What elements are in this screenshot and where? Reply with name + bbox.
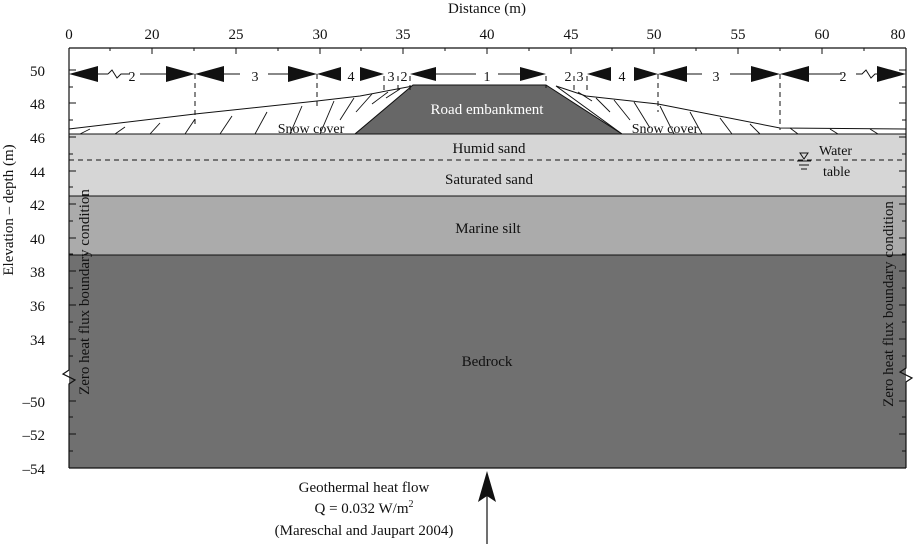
snow-cover-right bbox=[555, 85, 907, 135]
road-embankment-label: Road embankment bbox=[431, 102, 545, 118]
x-tick-label: 80 bbox=[891, 27, 906, 43]
heat-flow-value: Q = 0.032 W/m2 bbox=[314, 499, 413, 517]
y-tick-label: 50 bbox=[30, 64, 45, 80]
water-table-icon bbox=[797, 152, 811, 170]
y-tick-label: 38 bbox=[30, 265, 45, 281]
zone-label: 2 bbox=[565, 70, 572, 85]
humid-sand-label: Humid sand bbox=[453, 141, 526, 157]
zone-dividers bbox=[194, 74, 781, 130]
heat-flow-title: Geothermal heat flow bbox=[299, 480, 430, 496]
y-tick-label: –52 bbox=[22, 428, 46, 444]
x-axis-title: Distance (m) bbox=[448, 1, 526, 17]
y-tick-label: 48 bbox=[30, 97, 45, 113]
heat-flow-arrow bbox=[478, 471, 496, 544]
right-boundary-label: Zero heat flux boundary condition bbox=[881, 201, 897, 407]
x-tick-label: 50 bbox=[647, 27, 662, 43]
x-tick-label: 25 bbox=[229, 27, 244, 43]
snow-cover-right-label: Snow cover bbox=[632, 122, 699, 137]
zone-label: 4 bbox=[619, 70, 626, 85]
y-tick-label: 44 bbox=[30, 165, 46, 181]
zone-label: 1 bbox=[484, 70, 491, 85]
water-table-label-line1: Water bbox=[819, 144, 852, 159]
humid-sand-layer bbox=[69, 134, 906, 160]
y-tick-label: 40 bbox=[30, 232, 45, 248]
x-tick-label: 35 bbox=[396, 27, 411, 43]
x-tick-label: 30 bbox=[313, 27, 328, 43]
y-axis-title: Elevation – depth (m) bbox=[1, 144, 17, 275]
water-table-label-line2: table bbox=[823, 165, 850, 180]
x-axis-ticks bbox=[68, 48, 907, 54]
marine-silt-layer bbox=[69, 196, 906, 255]
x-tick-label: 60 bbox=[815, 27, 830, 43]
y-tick-label: 42 bbox=[30, 198, 45, 214]
y-tick-label: 46 bbox=[30, 131, 46, 147]
zone-label: 2 bbox=[840, 70, 847, 85]
snow-cover-left bbox=[68, 85, 414, 135]
zone-label: 3 bbox=[577, 70, 584, 85]
zone-label: 2 bbox=[129, 70, 136, 85]
x-tick-label: 45 bbox=[564, 27, 579, 43]
x-tick-label: 0 bbox=[65, 27, 73, 43]
x-tick-label: 40 bbox=[480, 27, 495, 43]
x-tick-label: 55 bbox=[731, 27, 746, 43]
snow-cover-left-label: Snow cover bbox=[278, 122, 345, 137]
bedrock-label: Bedrock bbox=[462, 354, 513, 370]
y-tick-label: 34 bbox=[30, 333, 46, 349]
y-tick-label: 36 bbox=[30, 299, 46, 315]
marine-silt-label: Marine silt bbox=[455, 221, 521, 237]
saturated-sand-label: Saturated sand bbox=[445, 172, 533, 188]
x-tick-label: 20 bbox=[145, 27, 160, 43]
zone-label: 2 bbox=[401, 70, 408, 85]
left-boundary-label: Zero heat flux boundary condition bbox=[77, 189, 93, 395]
y-tick-label: –54 bbox=[22, 462, 46, 478]
saturated-sand-layer bbox=[69, 160, 906, 196]
zone-label: 3 bbox=[252, 70, 259, 85]
zone-label: 3 bbox=[388, 70, 395, 85]
y-axis-ticks bbox=[69, 69, 906, 469]
heat-flow-citation: (Mareschal and Jaupart 2004) bbox=[275, 523, 454, 539]
zone-label: 4 bbox=[348, 70, 355, 85]
bedrock-layer bbox=[69, 255, 906, 468]
zone-label: 3 bbox=[713, 70, 720, 85]
y-tick-label: –50 bbox=[22, 395, 46, 411]
zone-arrows bbox=[69, 66, 906, 82]
